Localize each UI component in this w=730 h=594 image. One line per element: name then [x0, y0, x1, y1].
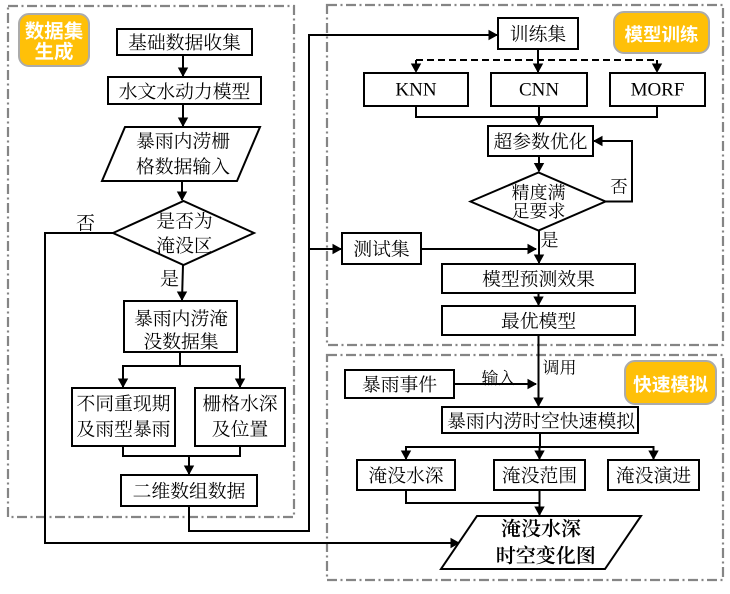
svg-text:MORF: MORF: [631, 80, 685, 101]
svg-text:KNN: KNN: [395, 80, 436, 101]
svg-text:CNN: CNN: [519, 80, 559, 101]
